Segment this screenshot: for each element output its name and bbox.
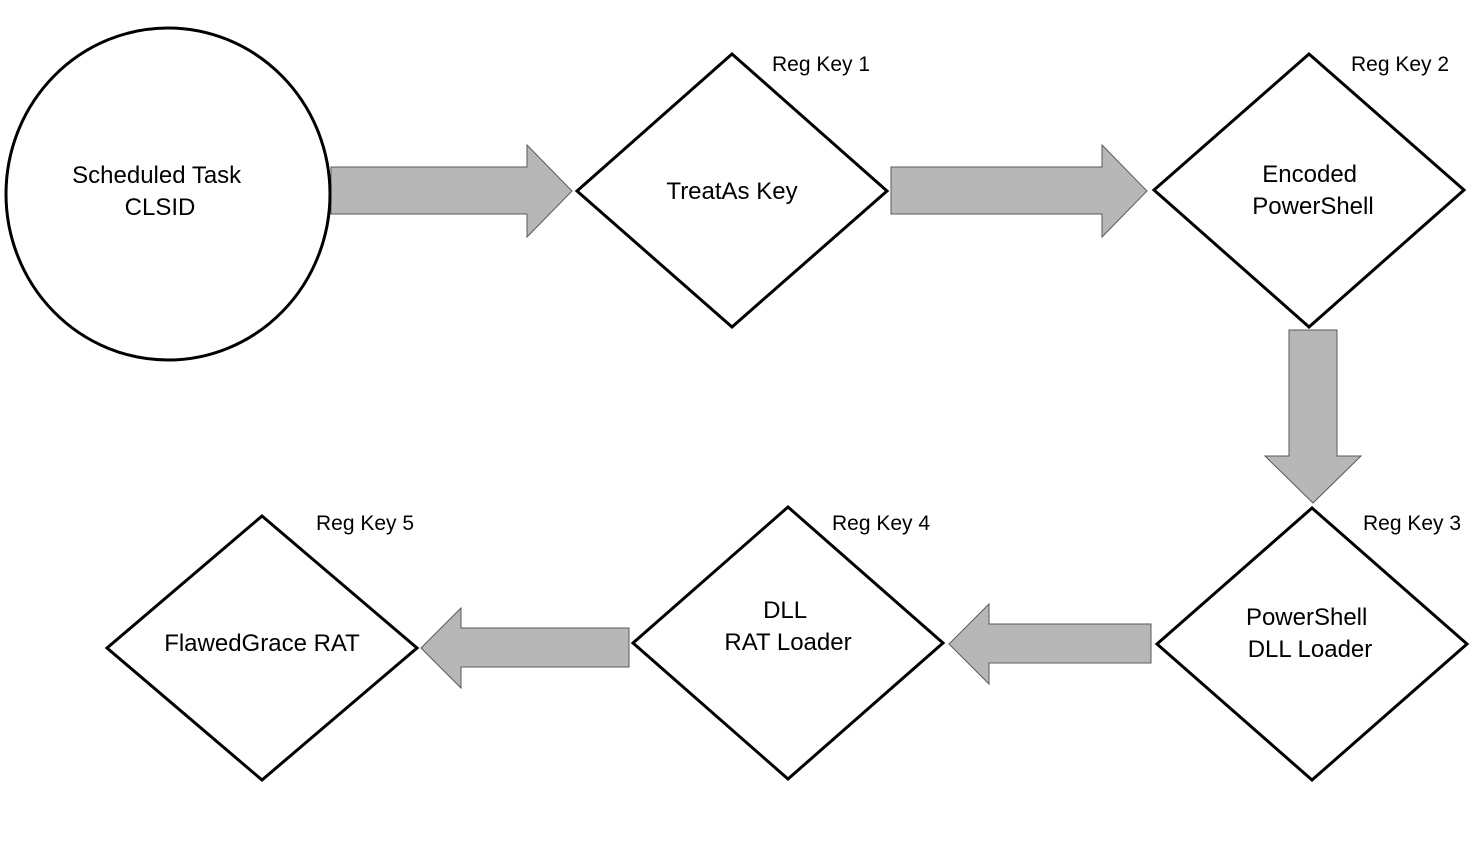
scheduled-task-label-line1: Scheduled Task xyxy=(72,162,242,189)
flawedgrace-rat-label: FlawedGrace RAT xyxy=(164,630,360,657)
reg-key-3-tag: Reg Key 3 xyxy=(1363,512,1461,535)
arrow-dll-loader-to-rat-loader xyxy=(948,602,1152,686)
flawedgrace-rat-diamond xyxy=(104,514,420,782)
powershell-dll-loader-label-line2: DLL Loader xyxy=(1248,636,1373,663)
scheduled-task-label-line2: CLSID xyxy=(125,194,196,221)
arrow-encoded-powershell-to-dll-loader xyxy=(1263,329,1363,504)
dll-rat-loader-label-line1: DLL xyxy=(763,597,807,624)
powershell-dll-loader-diamond xyxy=(1154,506,1470,782)
encoded-powershell-diamond xyxy=(1151,52,1467,330)
dll-rat-loader-label: DLL RAT Loader xyxy=(724,597,851,656)
arrow-rat-loader-to-flawedgrace xyxy=(420,606,630,690)
arrow-scheduled-task-to-treatas xyxy=(330,143,573,239)
reg-key-1-tag: Reg Key 1 xyxy=(772,53,870,76)
scheduled-task-label: Scheduled Task CLSID xyxy=(72,162,248,221)
encoded-powershell-label-line2: PowerShell xyxy=(1252,193,1373,220)
scheduled-task-circle xyxy=(4,26,332,362)
treatas-key-label: TreatAs Key xyxy=(666,178,797,205)
dll-rat-loader-diamond xyxy=(630,505,946,781)
treatas-key-diamond xyxy=(574,51,890,329)
reg-key-5-tag: Reg Key 5 xyxy=(316,512,414,535)
powershell-dll-loader-label: PowerShell DLL Loader xyxy=(1246,604,1374,663)
arrow-treatas-to-encoded-powershell xyxy=(890,143,1148,239)
powershell-dll-loader-label-line1: PowerShell xyxy=(1246,604,1367,631)
reg-key-4-tag: Reg Key 4 xyxy=(832,512,930,535)
reg-key-2-tag: Reg Key 2 xyxy=(1351,53,1449,76)
encoded-powershell-label: Encoded PowerShell xyxy=(1252,161,1373,220)
encoded-powershell-label-line1: Encoded xyxy=(1262,161,1357,188)
dll-rat-loader-label-line2: RAT Loader xyxy=(724,629,851,656)
